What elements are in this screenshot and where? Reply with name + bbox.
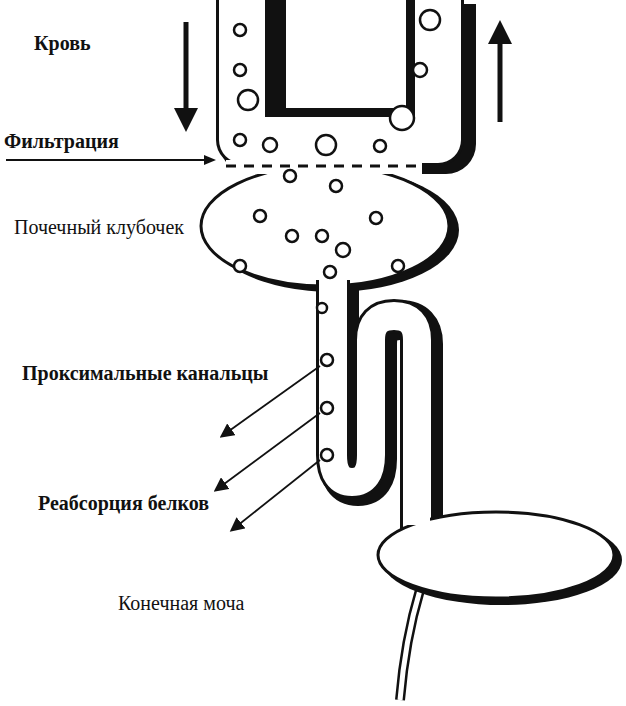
filtration-label: Фильтрация — [4, 128, 204, 154]
glomerulus-label: Почечный клубочек — [14, 214, 194, 240]
tubule-label: Проксимальные канальцы — [22, 360, 282, 386]
leader-arrow — [216, 366, 320, 530]
blood-label: Кровь — [34, 30, 154, 56]
proximal-tubule — [265, 224, 423, 534]
filtration-arrow — [6, 155, 216, 165]
molecule-circle — [234, 10, 440, 461]
glomerulus-capsule — [201, 160, 459, 292]
final-urine-label: Конечная моча — [118, 590, 358, 616]
capillary-loop — [242, 0, 446, 144]
reabsorption-label: Реабсорция белков — [38, 490, 228, 516]
urine-sac — [378, 505, 622, 700]
